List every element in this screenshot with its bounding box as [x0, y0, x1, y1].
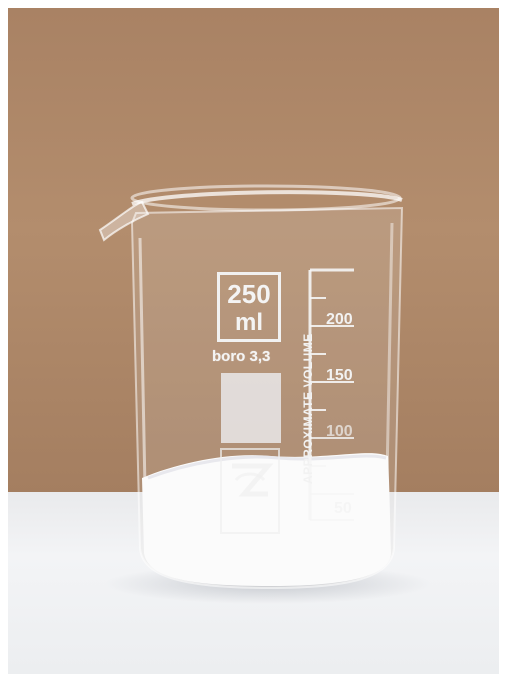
brand-logo: [220, 448, 280, 534]
graduation-50: 50: [334, 500, 352, 517]
material-label: boro 3,3: [212, 348, 271, 365]
graduation-200: 200: [326, 311, 353, 328]
logo-icon: [232, 463, 274, 497]
graduation-100: 100: [326, 423, 353, 440]
graduation-150: 150: [326, 367, 353, 384]
marking-panel: [221, 373, 281, 443]
scale-title: APPROXIMATE VOLUME: [301, 333, 315, 484]
photo: 250 ml boro 3,3 APPROXIMATE VOLUME 200 1…: [8, 8, 499, 674]
capacity-label: 250 ml: [217, 272, 281, 342]
capacity-unit: ml: [234, 309, 263, 336]
capacity-value: 250: [227, 279, 271, 309]
white-powder: [142, 453, 391, 586]
